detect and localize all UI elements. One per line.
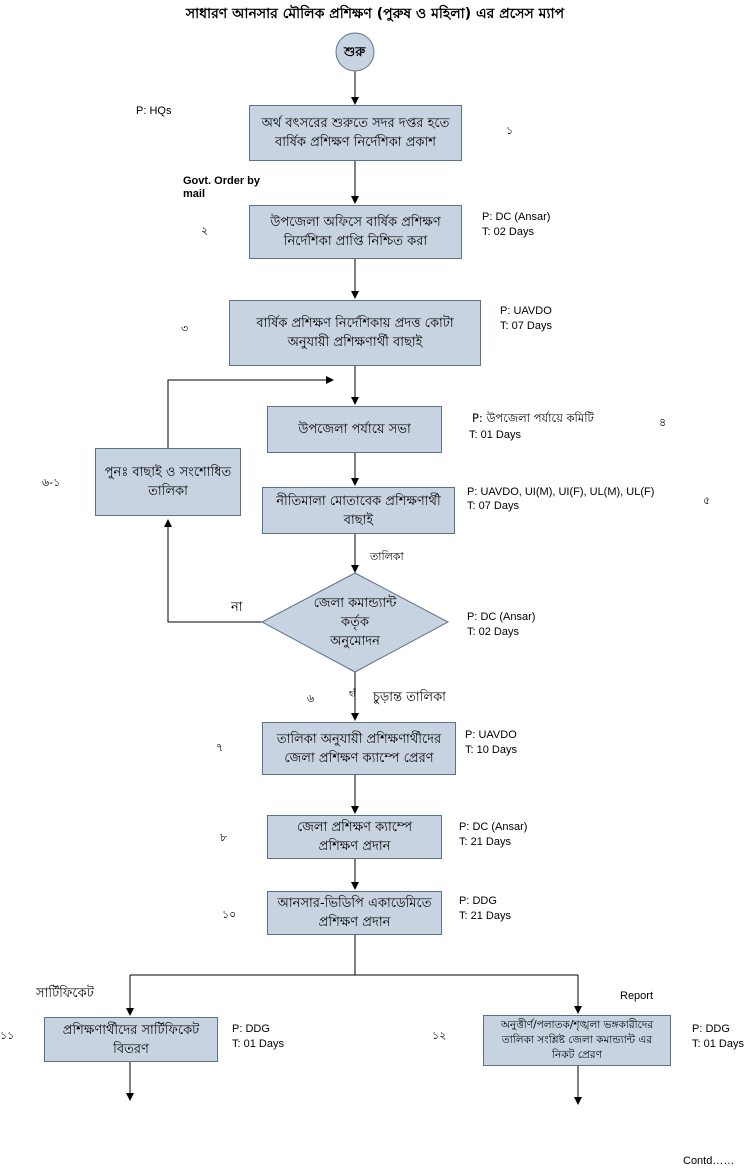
step-number: ১১ [0,1029,15,1042]
time-label: T: 01 Days [692,1038,744,1050]
person-label: P: UAVDO [465,729,517,741]
contd-label: Contd…… [683,1155,735,1167]
person-label: P: HQs [136,105,172,117]
person-label: P: DDG [692,1023,730,1035]
step-number: ২ [201,224,209,237]
step-10-box: আনসার-ভিডিপি একাডেমিতে প্রশিক্ষণ প্রদান [267,891,442,935]
govt-order-label: Govt. Order by mail [183,175,261,200]
step-12-box: অনুত্তীর্ণ/পলাতক/শৃঙ্খলা ভঙ্গকারীদের তাল… [483,1015,671,1066]
step-11-box: প্রশিক্ষণার্থীদের সার্টিফিকেট বিতরণ [44,1017,218,1062]
person-label: P: DDG [459,895,497,907]
step-6-1-box: পুনঃ বাছাই ও সংশোধিত তালিকা [95,448,241,516]
page-title: সাধারণ আনসার মৌলিক প্রশিক্ষণ (পুরুষ ও মহ… [185,6,565,22]
certificate-label: সার্টিফিকেট [36,986,94,1001]
person-label: P: UAVDO, UI(M), UI(F), UL(M), UL(F) [467,486,655,498]
time-label: T: 01 Days [469,429,521,441]
person-label: P: DC (Ansar) [459,821,528,833]
talika-label: তালিকা [370,550,404,563]
arrow-no-to-6-1 [164,519,262,623]
step-number: ১০ [222,908,237,921]
person-label: P: DDG [232,1023,270,1035]
person-label: P: DC (Ansar) [482,211,551,223]
step-number: ৩ [181,322,189,335]
step-number: ১ [506,124,514,137]
step-number: ৪ [659,416,667,429]
yes-label: হাঁ [349,689,356,698]
step-3-box: বার্ষিক প্রশিক্ষণ নির্দেশিকায় প্রদত্ত ক… [229,300,481,366]
step-number: ৮ [220,831,228,844]
start-label: শুরু [344,45,366,60]
person-label: P: UAVDO [500,305,552,317]
step-number: ৫ [703,494,711,507]
step-8-box: জেলা প্রশিক্ষণ ক্যাম্পে প্রশিক্ষণ প্রদান [267,815,442,859]
arrow-6-1-to-4 [167,376,334,448]
step-number: ৬ [307,692,315,705]
time-label: T: 10 Days [465,744,517,756]
step-2-box: উপজেলা অফিসে বার্ষিক প্রশিক্ষণ নির্দেশিক… [249,205,462,259]
step-1-box: অর্থ বৎসরের শুরুতে সদর দপ্তর হতে বার্ষিক… [249,105,462,161]
time-label: T: 21 Days [459,910,511,922]
step-4-box: উপজেলা পর্যায়ে সভা [267,406,442,453]
time-label: T: 07 Days [500,320,552,332]
step-number: ৬-১ [42,476,61,489]
report-label: Report [620,990,654,1002]
time-label: T: 01 Days [232,1038,284,1050]
step-7-box: তালিকা অনুযায়ী প্রশিক্ষণার্থীদের জেলা প… [262,722,456,775]
start-circle [335,32,375,72]
decision-text: জেলা কমান্ড্যান্ট কর্তৃক অনুমোদন [313,596,397,649]
time-label: T: 21 Days [459,836,511,848]
decision-diamond [260,572,450,673]
step-number: ১২ [432,1029,447,1042]
time-label: T: 07 Days [467,500,519,512]
person-label: P: DC (Ansar) [467,611,536,623]
person-label: P: উপজেলা পর্যায়ে কমিটি [472,411,594,425]
time-label: T: 02 Days [482,226,534,238]
step-number: ৭ [216,741,224,754]
final-list-label: চুড়ান্ত তালিকা [373,690,446,705]
step-5-box: নীতিমালা মোতাবেক প্রশিক্ষণার্থী বাছাই [262,487,455,534]
time-label: T: 02 Days [467,626,519,638]
no-label: না [231,600,243,615]
